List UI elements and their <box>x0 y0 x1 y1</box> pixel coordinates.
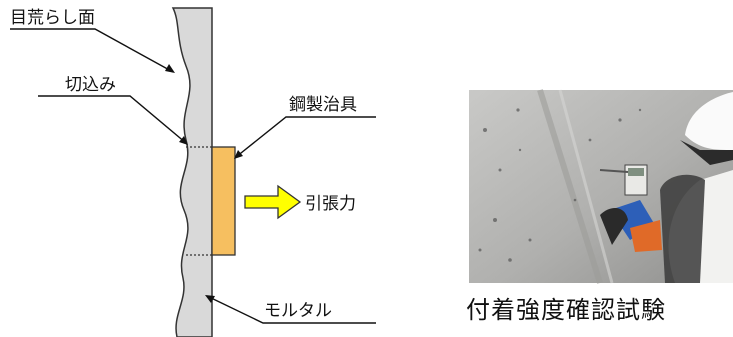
tensile-arrow-icon <box>244 184 302 220</box>
label-rough-surface: 目荒らし面 <box>10 8 95 28</box>
leader-line-steel-jig <box>235 116 376 158</box>
test-photo <box>469 89 733 284</box>
arrowhead-rough-surface <box>165 64 175 73</box>
label-steel-jig: 鋼製治具 <box>289 95 357 115</box>
label-notch: 切込み <box>65 75 116 95</box>
photo-caption: 付着強度確認試験 <box>466 296 666 324</box>
label-mortar: モルタル <box>264 301 332 321</box>
label-tensile-force: 引張力 <box>305 194 356 214</box>
leader-line-mortar <box>206 295 376 324</box>
leader-line-notch <box>38 95 187 144</box>
arrowhead-mortar <box>205 295 215 303</box>
leader-line-rough-surface <box>10 28 174 73</box>
arrowhead-steel-jig <box>234 150 243 159</box>
mortar-wall-section <box>171 7 213 337</box>
arrowhead-notch <box>179 136 188 145</box>
steel-jig-block <box>211 146 236 256</box>
